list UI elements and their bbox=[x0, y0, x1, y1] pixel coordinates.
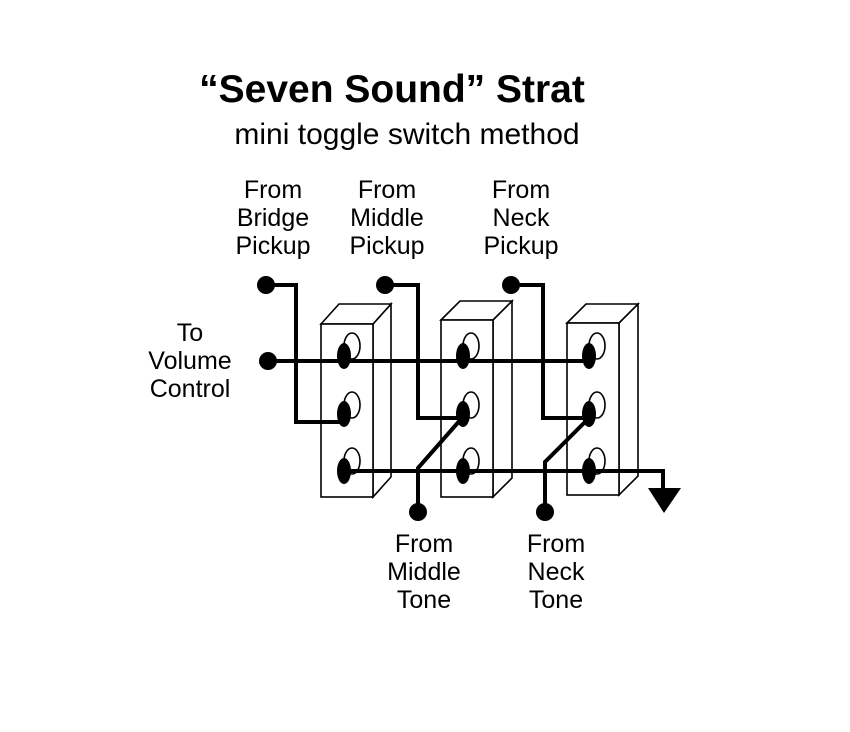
svg-text:From: From bbox=[395, 530, 453, 558]
label-middle-tone: From Middle Tone bbox=[387, 530, 461, 614]
svg-text:Tone: Tone bbox=[397, 586, 451, 614]
wire-neck-tone bbox=[543, 416, 591, 512]
toggle-switch-middle bbox=[439, 299, 514, 499]
label-neck-tone: From Neck Tone bbox=[527, 530, 585, 614]
svg-text:Tone: Tone bbox=[529, 586, 583, 614]
terminal-middle-pickup bbox=[376, 276, 394, 294]
svg-text:Middle: Middle bbox=[350, 204, 424, 232]
diagram-subtitle: mini toggle switch method bbox=[234, 118, 579, 151]
svg-text:To: To bbox=[177, 319, 203, 347]
label-bridge-pickup: From Bridge Pickup bbox=[235, 176, 310, 260]
svg-text:Middle: Middle bbox=[387, 558, 461, 586]
wire-neck-pickup bbox=[511, 283, 589, 420]
lug-filled bbox=[337, 343, 351, 369]
label-neck-pickup: From Neck Pickup bbox=[483, 176, 558, 260]
svg-text:Neck: Neck bbox=[528, 558, 585, 586]
svg-text:From: From bbox=[527, 530, 585, 558]
svg-text:From: From bbox=[492, 176, 550, 204]
svg-text:From: From bbox=[358, 176, 416, 204]
wire-middle-tone bbox=[416, 416, 464, 512]
label-volume-control: To Volume Control bbox=[148, 319, 231, 403]
svg-text:Volume: Volume bbox=[148, 347, 231, 375]
svg-text:Neck: Neck bbox=[493, 204, 550, 232]
svg-text:Control: Control bbox=[150, 375, 231, 403]
terminal-neck-tone bbox=[536, 503, 554, 521]
wire-middle-pickup bbox=[385, 283, 463, 420]
toggle-switch-bridge bbox=[319, 301, 393, 500]
terminal-middle-tone bbox=[409, 503, 427, 521]
terminal-volume bbox=[259, 352, 277, 370]
svg-text:From: From bbox=[244, 176, 302, 204]
wire-bridge-pickup bbox=[266, 283, 344, 424]
terminal-neck-pickup bbox=[502, 276, 520, 294]
lug-filled bbox=[456, 343, 470, 369]
svg-text:Pickup: Pickup bbox=[349, 232, 424, 260]
lug-filled bbox=[582, 343, 596, 369]
toggle-switch-neck bbox=[565, 302, 640, 497]
ground-icon bbox=[648, 488, 681, 513]
terminal-bridge-pickup bbox=[257, 276, 275, 294]
svg-text:Pickup: Pickup bbox=[483, 232, 558, 260]
diagram-title: “Seven Sound” Strat bbox=[199, 68, 585, 111]
label-middle-pickup: From Middle Pickup bbox=[349, 176, 424, 260]
svg-text:Bridge: Bridge bbox=[237, 204, 309, 232]
svg-text:Pickup: Pickup bbox=[235, 232, 310, 260]
wire-ground-bus bbox=[344, 469, 665, 488]
